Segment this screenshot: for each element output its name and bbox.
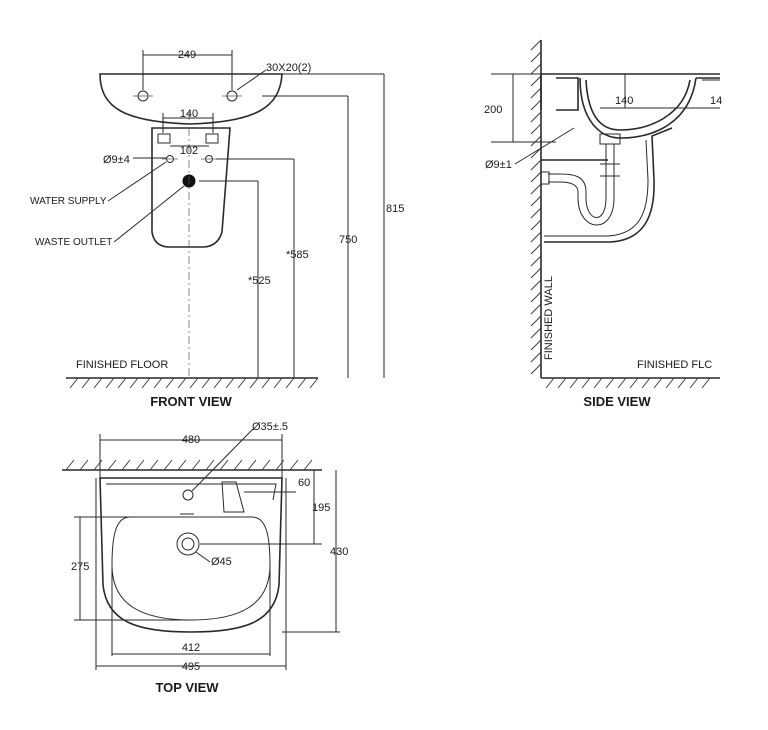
- dim-750: 750: [339, 234, 357, 246]
- wall-hatch: [530, 39, 542, 375]
- side-dim-140: 140: [615, 95, 633, 107]
- top-dim-195: 195: [312, 502, 330, 514]
- side-view-title: SIDE VIEW: [583, 394, 651, 409]
- dim-585: *585: [286, 249, 309, 261]
- top-bowl-outline: [111, 516, 271, 621]
- right-bracket: [205, 133, 219, 144]
- front-view: 249 30X20(2) 140 102 Ø9±4 WATER SUPPLY W…: [30, 49, 404, 409]
- side-view: 200 140 14 Ø9±1 FINISHED WALL FINISHED F…: [484, 39, 722, 409]
- top-tap-hole: [182, 489, 194, 501]
- side-floor-hatch: [545, 377, 711, 389]
- front-floor-label: FINISHED FLOOR: [76, 359, 168, 371]
- top-view: 480 Ø35±.5 60 195 430 275 Ø45 412 495 TO…: [62, 421, 348, 695]
- dim-525: *525: [248, 275, 271, 287]
- front-pedestal-outline: [151, 127, 231, 248]
- front-view-title: FRONT VIEW: [150, 394, 232, 409]
- side-diameter-label: Ø9±1: [485, 159, 512, 171]
- top-drain-outer: [176, 532, 200, 556]
- top-wall-hatch: [65, 459, 313, 471]
- top-dim-480: 480: [182, 434, 200, 446]
- top-dim-275: 275: [71, 561, 89, 573]
- drain-diameter-label: Ø45: [211, 556, 232, 568]
- front-floor-hatch: [69, 377, 319, 389]
- top-dim-495: 495: [182, 661, 200, 673]
- top-dim-60: 60: [298, 477, 310, 489]
- side-pedestal-outline: [544, 127, 673, 243]
- water-supply-label: WATER SUPPLY: [30, 196, 107, 207]
- tap-hole-diameter-label: Ø35±.5: [252, 421, 288, 433]
- hole-size-label: 30X20(2): [266, 62, 311, 74]
- top-dim-430: 430: [330, 546, 348, 558]
- side-floor-label: FINISHED FLC: [637, 359, 712, 371]
- trap-pipe: [540, 133, 621, 226]
- top-drain-inner: [181, 537, 195, 551]
- front-basin-outline: [99, 73, 283, 125]
- top-dim-412: 412: [182, 642, 200, 654]
- finished-wall-label: FINISHED WALL: [543, 276, 555, 360]
- dim-249: 249: [178, 49, 196, 61]
- waste-outlet-label: WASTE OUTLET: [35, 237, 112, 248]
- dim-140: 140: [180, 108, 198, 120]
- side-dim-200: 200: [484, 104, 502, 116]
- dim-102: 102: [180, 145, 198, 157]
- top-view-title: TOP VIEW: [155, 680, 219, 695]
- supply-diameter-label: Ø9±4: [103, 154, 130, 166]
- side-dim-cut: 14: [710, 95, 722, 107]
- dim-815: 815: [386, 203, 404, 215]
- left-bracket: [157, 133, 171, 144]
